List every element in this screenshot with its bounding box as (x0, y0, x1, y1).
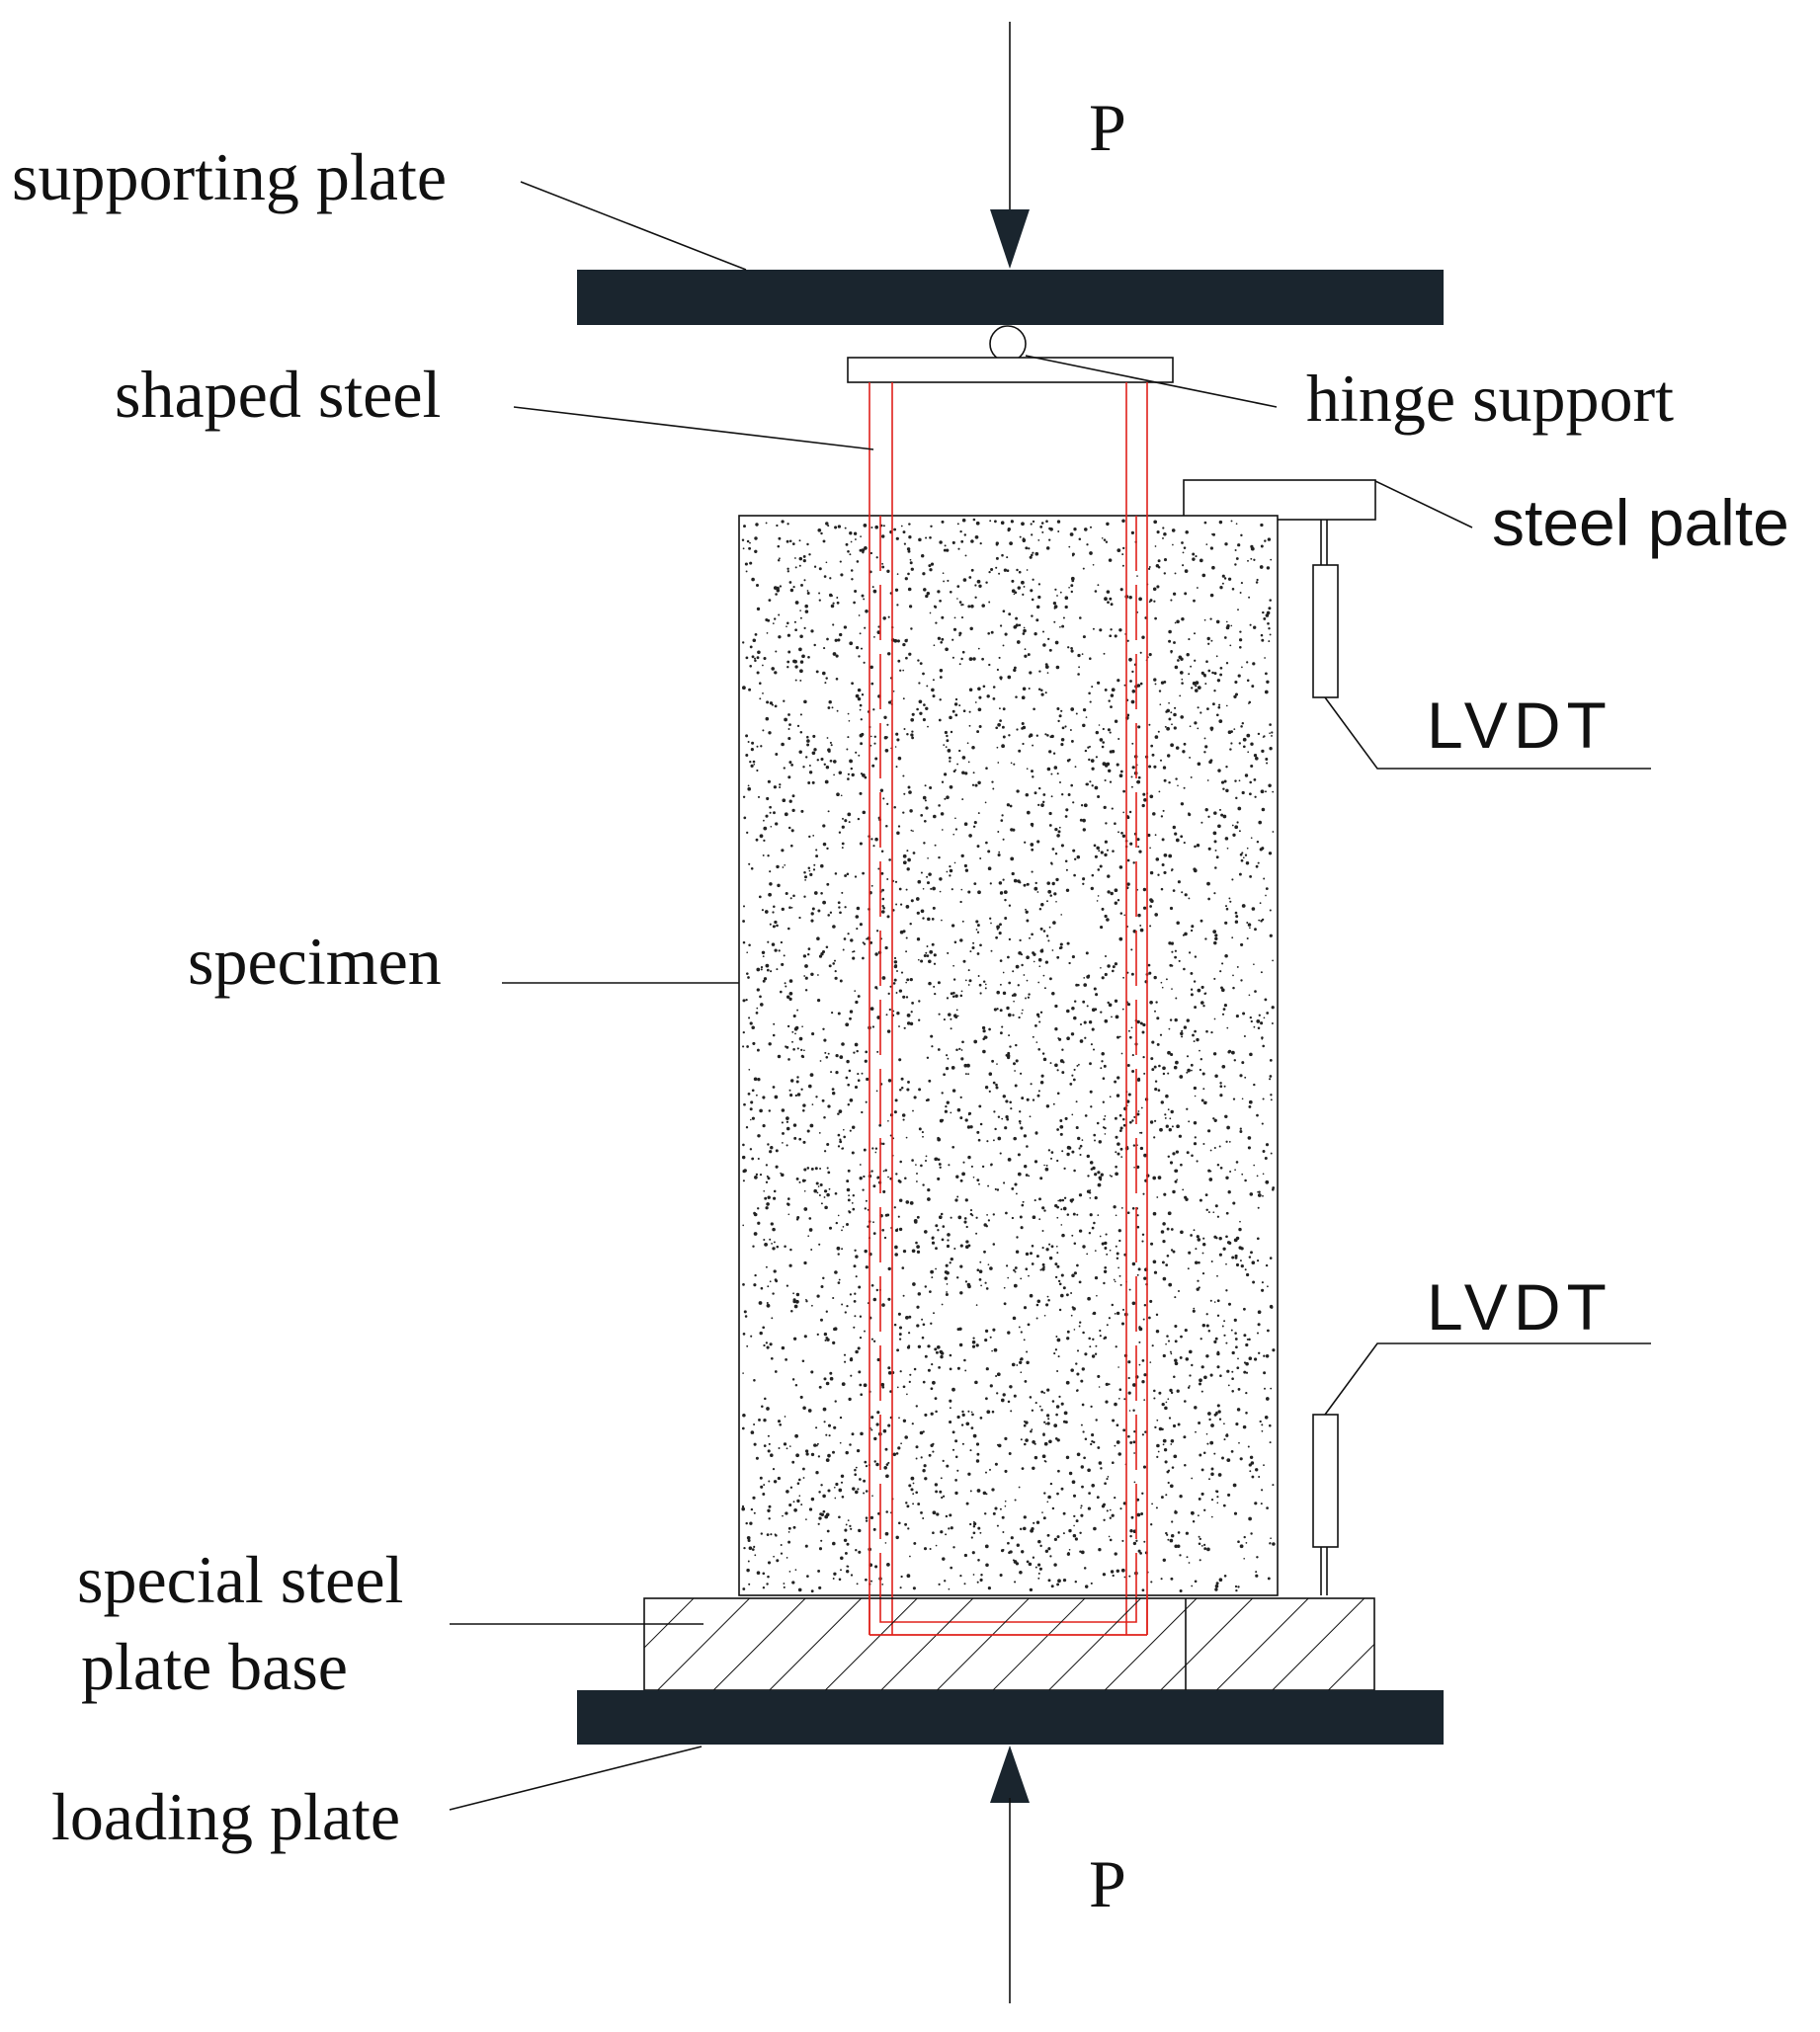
supporting-plate-label: supporting plate (12, 139, 447, 214)
supporting-plate (577, 270, 1444, 325)
steel-plate (1183, 479, 1376, 521)
lvdt-lower-label: LVDT (1427, 1270, 1613, 1343)
lvdt-upper-label: LVDT (1427, 689, 1613, 762)
steel-plate-label: steel palte (1492, 486, 1789, 559)
lvdt-lower (1312, 1414, 1339, 1595)
load-label-bottom: P (1089, 1846, 1126, 1921)
special-steel-plate-base (643, 1597, 1375, 1691)
specimen-concrete-texture (741, 518, 1276, 1593)
loading-plate (577, 1690, 1444, 1745)
specimen-label: specimen (188, 924, 442, 999)
base-label-line1: special steel (77, 1542, 403, 1617)
loading-plate-label: loading plate (51, 1779, 400, 1854)
lvdt-upper (1312, 520, 1339, 698)
bottom-load-arrow (990, 1746, 1030, 2003)
leader-lines (449, 181, 1651, 1811)
hinge-support-label: hinge support (1306, 361, 1674, 436)
top-cap-plate (847, 357, 1174, 383)
shaped-steel-label: shaped steel (115, 357, 441, 432)
load-label-top: P (1089, 90, 1126, 165)
hinge-support (989, 325, 1027, 363)
base-label-line2: plate base (81, 1629, 348, 1704)
top-load-arrow (990, 22, 1030, 269)
